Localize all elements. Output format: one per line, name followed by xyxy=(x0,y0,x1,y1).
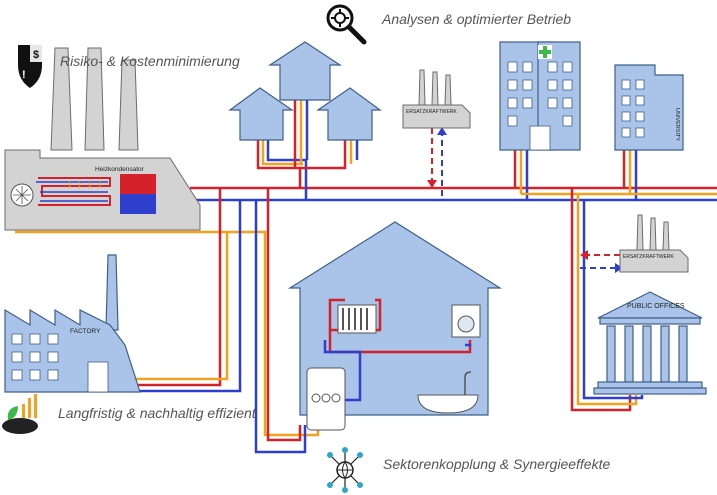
factory: FACTORY xyxy=(4,254,141,393)
ersatz-top-label: ERSATZKRAFTWERK xyxy=(406,109,457,115)
chimney-1 xyxy=(50,47,73,151)
factory-label: FACTORY xyxy=(70,328,101,335)
house-internal-supply xyxy=(328,298,472,354)
university-label: UNIVERSITY xyxy=(674,108,680,141)
residential-houses xyxy=(228,41,382,141)
washing-machine-door xyxy=(457,315,475,333)
hospital-building xyxy=(499,41,581,151)
gear-magnifier-icon xyxy=(326,4,367,45)
public-offices-step-1 xyxy=(597,381,703,389)
factory-supply xyxy=(135,188,222,387)
caption-sektor: Sektorenkopplung & Synergieeffekte xyxy=(383,456,610,472)
ersatz-plant-right: ERSATZKRAFTWERK xyxy=(619,214,689,273)
gauge-icon-2 xyxy=(321,393,331,403)
radiator-supply xyxy=(328,298,345,330)
caption-langfristig: Langfristig & nachhaltig effizient xyxy=(58,405,257,421)
caption-risiko: Risiko- & Kostenminimierung xyxy=(60,53,240,69)
heat-coil-blue xyxy=(36,181,108,202)
public-offices-step-2 xyxy=(593,387,707,395)
gauge-icon-3 xyxy=(331,393,341,403)
ersatz-top-arrow-down xyxy=(427,180,437,188)
ersatz-plant-top: ERSATZKRAFTWERK xyxy=(402,69,471,129)
ersatz-right-chimney-3 xyxy=(662,221,670,251)
pipe-network xyxy=(15,95,717,454)
ersatz-top-arrow-up xyxy=(437,127,447,135)
east-secondary-down xyxy=(576,194,638,406)
gauge-icon-1 xyxy=(311,393,321,403)
washer-link xyxy=(465,343,472,347)
house-top-left xyxy=(228,87,294,141)
public-offices-columns xyxy=(606,325,688,383)
chimney-3 xyxy=(118,59,139,151)
radiator-icon xyxy=(337,304,377,334)
condenser-blue xyxy=(120,194,156,214)
house-return-in xyxy=(254,200,307,454)
ersatz-top-building xyxy=(402,104,471,129)
houses-secondary-pipe xyxy=(261,138,303,166)
svg-text:$: $ xyxy=(33,49,39,61)
ersatz-right-chimney-1 xyxy=(636,214,644,251)
shield-dollar-icon: $ ! xyxy=(18,45,42,88)
university-building: UNIVERSITY xyxy=(614,64,684,151)
houses-supply-pipe xyxy=(256,138,302,188)
ersatz-right-arrow xyxy=(580,250,588,260)
medical-cross-icon xyxy=(539,46,551,58)
house-supply-in xyxy=(266,188,302,442)
houses-return-pipe xyxy=(266,138,308,200)
plant-building xyxy=(4,149,201,231)
factory-secondary xyxy=(135,232,229,381)
heizkondensator-label: Heizkondensator xyxy=(95,166,145,173)
plant-chart-icon xyxy=(2,394,38,434)
public-offices-label: PUBLIC OFFICES xyxy=(627,303,685,310)
heat-plant: Heizkondensator xyxy=(4,47,201,231)
house-top-mid xyxy=(267,41,343,101)
ersatz-top-chimney-2 xyxy=(431,71,439,106)
flame-icons xyxy=(68,180,101,190)
heat-coil-red xyxy=(38,177,111,206)
ersatz-right-arrow-2 xyxy=(615,263,623,273)
factory-chimney xyxy=(105,254,119,331)
factory-return xyxy=(135,200,242,393)
public-offices-frieze xyxy=(599,317,701,325)
ersatz-right-building xyxy=(619,249,689,273)
faucet-icon xyxy=(464,371,472,395)
chimney-2 xyxy=(84,47,105,151)
ersatz-right-label: ERSATZKRAFTWERK xyxy=(623,254,674,260)
condenser-red xyxy=(120,174,156,194)
radiator-fins xyxy=(342,308,368,330)
east-supply-down xyxy=(570,188,632,412)
factory-windows xyxy=(11,333,109,393)
university-windows xyxy=(621,79,645,138)
plant-secondary-pipe xyxy=(15,230,320,437)
network-globe-icon xyxy=(327,447,363,493)
turbine-blades xyxy=(13,186,31,204)
hospital-windows xyxy=(507,61,573,151)
central-house-body xyxy=(287,221,503,416)
ersatz-right-chimney-2 xyxy=(649,217,657,251)
university-body xyxy=(614,64,684,151)
house-top-right xyxy=(316,87,382,141)
public-offices: PUBLIC OFFICES xyxy=(593,291,707,395)
factory-body xyxy=(4,308,141,393)
heat-exchanger-unit xyxy=(306,367,346,431)
central-house xyxy=(287,221,503,431)
caption-analysen: Analysen & optimierter Betrieb xyxy=(381,11,571,27)
house-internal-return xyxy=(323,340,362,402)
svg-text:!: ! xyxy=(22,69,26,81)
house-right-supply xyxy=(300,135,347,170)
ersatz-top-chimney-3 xyxy=(444,74,452,106)
ersatz-top-chimney-1 xyxy=(418,69,426,106)
bathtub-icon xyxy=(417,394,479,414)
east-return-down xyxy=(582,200,644,400)
